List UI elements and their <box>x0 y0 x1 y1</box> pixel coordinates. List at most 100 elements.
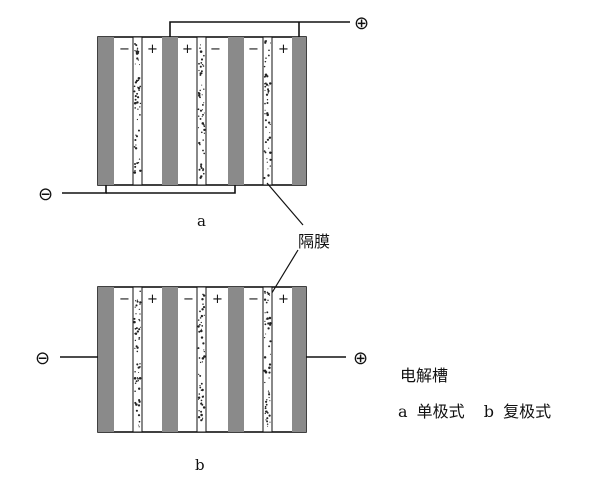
membrane-dot <box>200 163 203 166</box>
membrane-dot <box>201 103 204 106</box>
membrane-dot <box>134 401 137 404</box>
membrane-dot <box>135 135 139 138</box>
membrane-dot <box>269 123 271 126</box>
membrane-dot <box>199 44 202 46</box>
membrane-dot <box>134 63 136 65</box>
membrane-dot <box>139 320 141 322</box>
membrane-dot <box>198 373 200 376</box>
membrane-dot <box>200 399 203 402</box>
membrane-dot <box>265 419 267 421</box>
membrane-dot <box>138 158 141 160</box>
membrane-dot <box>269 353 271 355</box>
membrane-dot <box>200 314 204 318</box>
membrane-dot <box>202 306 206 309</box>
membrane-dot <box>266 412 269 414</box>
membrane-dot <box>201 122 205 125</box>
membrane-dot <box>199 323 201 326</box>
membrane-dot <box>139 169 142 172</box>
cell-b-sign-plus-1: + <box>147 292 158 307</box>
cell-a-sign-minus-3: − <box>248 42 259 57</box>
caption-a-text: 单极式 <box>416 402 465 421</box>
membrane-dot <box>269 400 271 402</box>
membrane-dot <box>137 50 140 53</box>
membrane-dot <box>136 96 140 99</box>
membrane-dot <box>203 88 205 90</box>
cell-b-terminal-minus: ⊖ <box>35 348 50 369</box>
membrane-dot <box>133 85 136 88</box>
membrane-dot <box>136 118 138 121</box>
membrane-dot <box>197 319 200 321</box>
membrane-dot <box>135 327 138 330</box>
membrane-dot <box>203 132 206 134</box>
membrane-dot <box>263 150 266 152</box>
membrane-dot <box>200 321 202 324</box>
membrane-dot <box>203 102 205 104</box>
cell-b-terminal-plus: ⊕ <box>353 348 368 369</box>
membrane-dot <box>198 330 201 333</box>
membrane-dot <box>139 77 141 79</box>
membrane-dot <box>267 139 270 141</box>
membrane-dot <box>266 99 269 101</box>
cell-b-electrode-4 <box>292 287 306 432</box>
membrane-dot <box>199 65 202 68</box>
membrane-dot <box>138 328 141 331</box>
membrane-dot <box>202 149 204 152</box>
membrane-dot <box>201 403 204 406</box>
membrane-dot <box>200 329 203 333</box>
cell-b-sign-minus-1: − <box>119 292 130 307</box>
membrane-dot <box>134 382 137 385</box>
membrane-dot <box>134 49 136 52</box>
membrane-dot <box>134 98 137 101</box>
membrane-dot <box>267 92 270 94</box>
membrane-dot <box>203 125 206 128</box>
cell-b-membrane-texture <box>133 290 272 428</box>
membrane-dot <box>136 330 140 333</box>
membrane-dot <box>200 328 202 330</box>
diagram-a-label: a <box>197 212 206 230</box>
membrane-dot <box>137 59 140 61</box>
membrane-dot <box>200 410 203 413</box>
membrane-dot <box>199 50 203 53</box>
membrane-dot <box>267 425 269 427</box>
membrane-dot <box>135 134 137 136</box>
membrane-dot <box>267 292 270 296</box>
membrane-dot <box>137 52 140 54</box>
membrane-dot <box>268 49 270 52</box>
cell-b-electrode-3 <box>228 287 244 432</box>
membrane-dot <box>268 414 271 417</box>
membrane-dot <box>264 102 266 105</box>
membrane-dot <box>267 390 270 392</box>
membrane-dot <box>200 382 203 385</box>
membrane-dot <box>135 304 138 307</box>
membrane-dot <box>203 112 205 114</box>
membrane-dot <box>197 115 200 117</box>
membrane-dot <box>265 333 267 335</box>
membrane-dot <box>133 171 137 174</box>
membrane-dot <box>201 361 204 363</box>
cell-a-negative-bus-link <box>106 185 236 194</box>
membrane-dot <box>268 136 272 139</box>
membrane-dot <box>135 50 138 53</box>
membrane-dot <box>136 47 139 50</box>
membrane-dot <box>199 386 202 389</box>
membrane-dot <box>134 170 136 172</box>
membrane-dot <box>266 420 269 423</box>
membrane-dot <box>136 346 139 349</box>
membrane-dot <box>266 161 268 163</box>
membrane-dot <box>264 85 267 88</box>
cell-a-membrane-3 <box>262 36 273 186</box>
membrane-dot <box>202 406 206 409</box>
membrane-dot <box>267 88 269 91</box>
membrane-dot <box>137 378 139 380</box>
membrane-dot <box>269 323 272 326</box>
membrane-dot <box>199 176 202 179</box>
membrane-dot <box>198 357 201 359</box>
membrane-dot <box>266 317 269 320</box>
membrane-dot <box>265 410 268 413</box>
membrane-dot <box>134 371 136 373</box>
membrane-dot <box>138 318 140 321</box>
membrane-dot <box>199 143 201 146</box>
membrane-dot <box>200 72 203 75</box>
membrane-dot <box>134 147 138 150</box>
membrane-dot <box>139 85 142 88</box>
